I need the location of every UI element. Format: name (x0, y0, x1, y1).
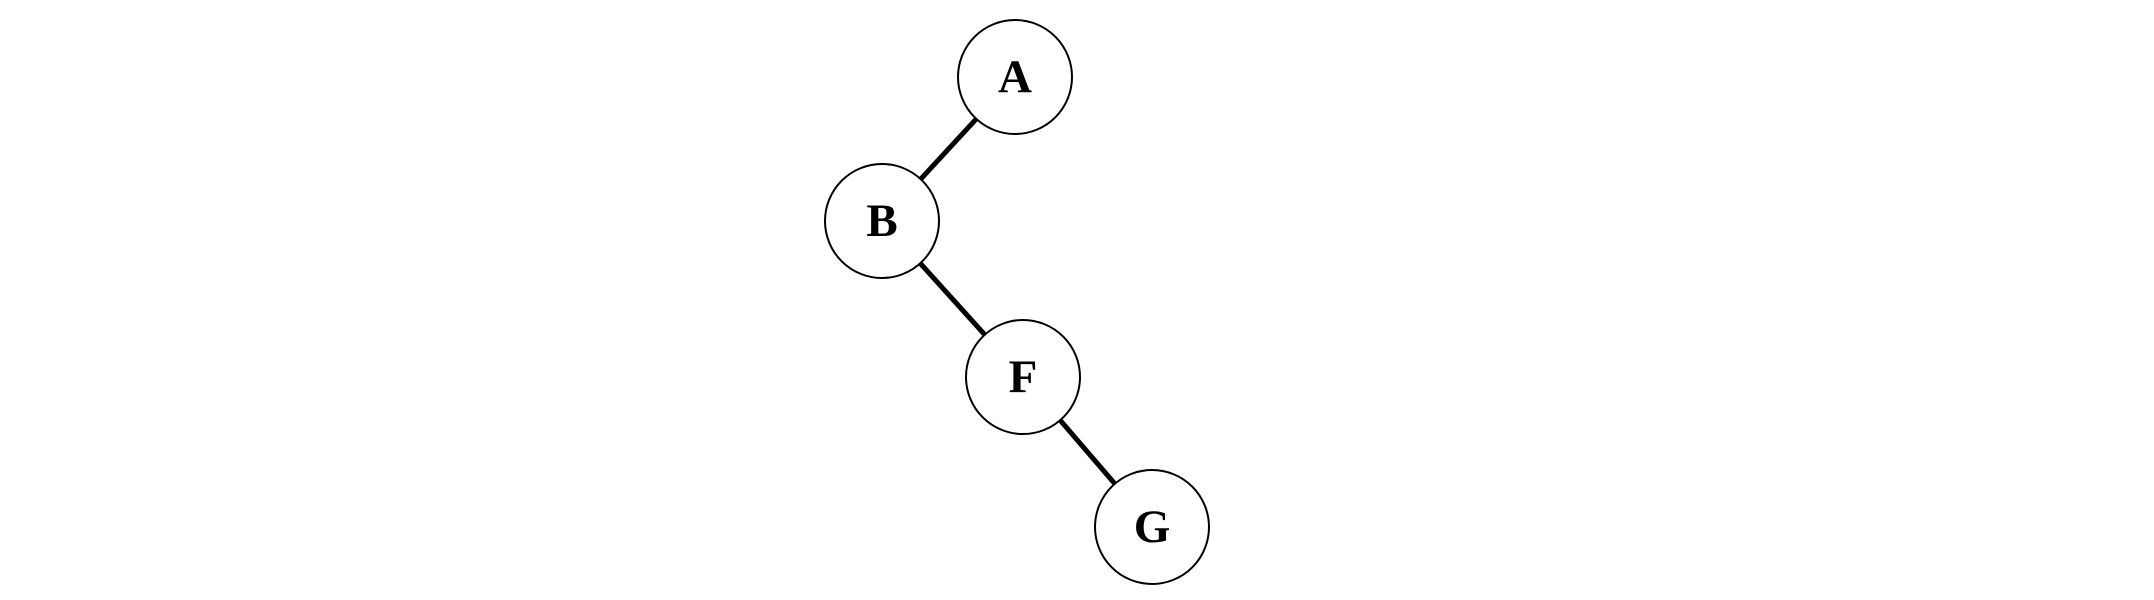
nodes-layer: A B F G (824, 19, 1210, 585)
node-A-circle (957, 19, 1073, 135)
node-B-circle (824, 163, 940, 279)
node-B-label: B (866, 195, 897, 247)
node-F-label: F (1009, 351, 1038, 403)
node-F-circle (965, 319, 1081, 435)
node-G-circle (1094, 469, 1210, 585)
node-G: G (1094, 469, 1210, 585)
node-F: F (965, 319, 1081, 435)
edges-layer (880, 75, 1154, 529)
node-A-label: A (998, 51, 1032, 103)
node-G-label: G (1134, 501, 1171, 553)
node-B: B (824, 163, 940, 279)
node-A: A (957, 19, 1073, 135)
